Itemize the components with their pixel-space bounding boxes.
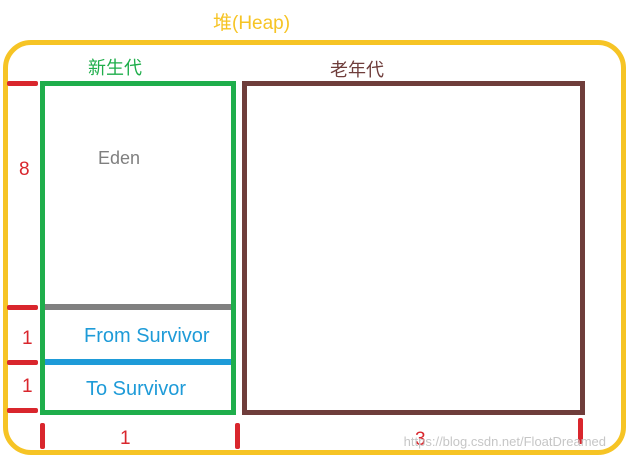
- ratio-tick-bottom: [7, 408, 38, 413]
- ratio-tick-from-bottom: [7, 360, 38, 365]
- ratio-tick-eden-bottom: [7, 305, 38, 310]
- young-width-ratio: 1: [120, 428, 131, 449]
- to-survivor-ratio: 1: [22, 376, 33, 397]
- to-survivor-label: To Survivor: [86, 378, 187, 400]
- young-generation-box: [40, 81, 236, 415]
- eden-ratio: 8: [19, 159, 30, 180]
- ratio-tick-young-left: [40, 423, 45, 449]
- ratio-tick-top: [7, 81, 38, 86]
- old-width-ratio: 3: [415, 429, 426, 450]
- eden-label: Eden: [98, 148, 141, 168]
- heap-container: [3, 40, 626, 455]
- eden-divider: [45, 304, 231, 310]
- ratio-tick-young-right: [235, 423, 240, 449]
- survivor-divider: [45, 359, 231, 365]
- heap-title: 堆(Heap): [213, 13, 291, 34]
- watermark: https://blog.csdn.net/FloatDreamed: [403, 434, 606, 449]
- old-generation-box: [242, 81, 585, 415]
- from-survivor-label: From Survivor: [84, 325, 210, 347]
- old-generation-title: 老年代: [330, 60, 384, 80]
- from-survivor-ratio: 1: [22, 328, 33, 349]
- ratio-tick-old-right: [578, 418, 583, 444]
- young-generation-title: 新生代: [88, 58, 142, 78]
